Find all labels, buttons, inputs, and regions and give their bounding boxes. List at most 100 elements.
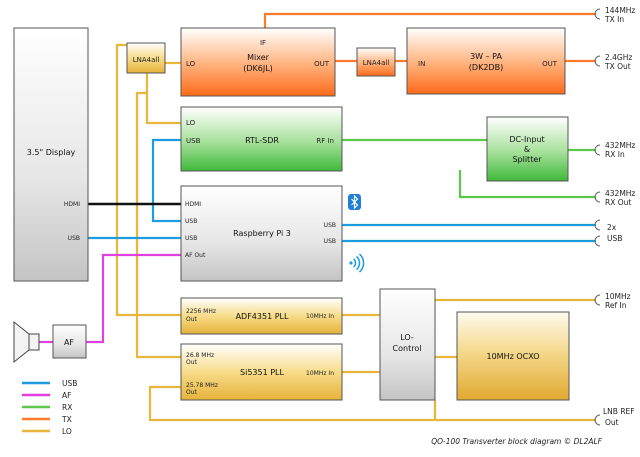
line-lo-adf bbox=[115, 43, 181, 317]
legend-lo-label: LO bbox=[62, 427, 72, 436]
lo-control-block: LO- Control bbox=[379, 288, 436, 401]
rpi-usb2-port: USB bbox=[185, 235, 197, 242]
adf-title: ADF4351 PLL bbox=[236, 312, 289, 321]
adf-out-freq: 2256 MHz bbox=[186, 308, 216, 315]
si-out2-label: Out bbox=[186, 389, 198, 396]
lna-mid-block: LNA4all bbox=[356, 47, 396, 77]
legend-tx-label: TX bbox=[61, 415, 72, 424]
line-usb-rtl bbox=[151, 138, 181, 223]
pa-title: 3W – PA bbox=[470, 52, 502, 61]
ext-lnb-out: Out bbox=[605, 418, 619, 427]
mixer-block: IF Mixer (DK6JL) LO OUT bbox=[180, 27, 336, 97]
dc-splitter-block: DC-Input & Splitter bbox=[486, 116, 569, 182]
mixer-subtitle: (DK6JL) bbox=[243, 64, 273, 73]
ext-tx-in-label: TX In bbox=[604, 15, 624, 24]
pa-in-port: IN bbox=[418, 60, 425, 68]
rpi-title: Raspberry Pi 3 bbox=[233, 229, 291, 238]
display-usb-port: USB bbox=[68, 235, 80, 242]
connector-tx-out-icon bbox=[594, 55, 601, 67]
pa-out-port: OUT bbox=[542, 60, 558, 68]
external-connectors bbox=[594, 8, 601, 426]
lna-left-block: LNA4all bbox=[126, 42, 166, 74]
si5351-block: 26.8 MHz Out Si5351 PLL 10MHz In 25.78 M… bbox=[180, 343, 343, 401]
dc-title: DC-Input bbox=[509, 135, 544, 144]
line-lo-si-out2 bbox=[148, 385, 596, 422]
lo-control-title1: LO- bbox=[400, 333, 414, 342]
speaker-icon bbox=[13, 320, 40, 364]
af-title: AF bbox=[64, 338, 74, 347]
line-af bbox=[86, 253, 181, 344]
connector-rx-in-icon bbox=[594, 144, 601, 156]
lna-mid-title: LNA4all bbox=[363, 59, 390, 67]
dc-splitter-label: Splitter bbox=[512, 155, 542, 164]
ext-rx-out-label: RX Out bbox=[605, 198, 631, 207]
rtl-sdr-title: RTL-SDR bbox=[245, 136, 279, 145]
ocxo-block: 10MHz OCXO bbox=[456, 311, 570, 401]
connector-rx-out-icon bbox=[594, 191, 601, 203]
ext-tx-in-freq: 144MHz bbox=[605, 6, 635, 15]
connection-lines bbox=[38, 12, 596, 422]
ext-tx-out-label: TX Out bbox=[604, 62, 631, 71]
rpi-hdmi-port: HDMI bbox=[185, 201, 201, 208]
pa-subtitle: (DK2DB) bbox=[469, 63, 503, 72]
ext-rx-in-label: RX In bbox=[605, 150, 625, 159]
ocxo-title: 10MHz OCXO bbox=[487, 352, 540, 361]
adf-out-label: Out bbox=[186, 316, 198, 323]
rpi-usb-right2: USB bbox=[324, 238, 336, 245]
display-block: 3.5" Display HDMI USB bbox=[13, 27, 89, 282]
rtl-sdr-block: LO RTL-SDR USB RF In bbox=[180, 106, 343, 172]
mixer-if-port: IF bbox=[260, 39, 266, 47]
ext-usb-count: 2x bbox=[607, 223, 617, 232]
diagram-caption: QO-100 Transverter block diagram © DL2AL… bbox=[431, 437, 602, 446]
line-rx-out bbox=[458, 170, 596, 199]
mixer-out-port: OUT bbox=[314, 60, 330, 68]
af-block: AF bbox=[52, 324, 87, 359]
rtl-lo-port: LO bbox=[186, 119, 196, 127]
line-lo-si-up bbox=[135, 91, 181, 359]
line-lo-lna-down bbox=[145, 73, 181, 125]
si-in-port: 10MHz In bbox=[306, 370, 334, 377]
display-title: 3.5" Display bbox=[27, 148, 76, 157]
ext-ref-label: Ref In bbox=[605, 301, 627, 310]
external-labels: 144MHz TX In 2.4GHz TX Out 432MHz RX In … bbox=[603, 6, 635, 427]
lna-left-title: LNA4all bbox=[133, 56, 160, 64]
raspberry-pi-block: HDMI USB USB AF Out Raspberry Pi 3 USB U… bbox=[180, 185, 343, 282]
rpi-afout-port: AF Out bbox=[185, 252, 206, 259]
rtl-usb-port: USB bbox=[186, 137, 201, 145]
rpi-usb1-port: USB bbox=[185, 218, 197, 225]
legend-usb-label: USB bbox=[62, 379, 77, 388]
rpi-usb-right1: USB bbox=[324, 222, 336, 229]
legend-af-label: AF bbox=[62, 391, 71, 400]
ext-ref-freq: 10MHz bbox=[605, 292, 631, 301]
ext-rx-out-freq: 432MHz bbox=[605, 189, 635, 198]
wifi-icon bbox=[347, 253, 366, 273]
mixer-title: Mixer bbox=[247, 53, 270, 62]
legend-rx-label: RX bbox=[62, 403, 72, 412]
pa-block: 3W – PA (DK2DB) IN OUT bbox=[406, 27, 566, 95]
adf-in-port: 10MHz In bbox=[306, 313, 334, 320]
si-out1-label: Out bbox=[186, 359, 198, 366]
si-out1-freq: 26.8 MHz bbox=[186, 352, 214, 359]
lo-control-title2: Control bbox=[393, 344, 422, 353]
mixer-lo-port: LO bbox=[186, 60, 196, 68]
connector-usb2-icon bbox=[594, 235, 601, 247]
ext-tx-out-freq: 2.4GHz bbox=[605, 53, 632, 62]
si-title: Si5351 PLL bbox=[240, 368, 284, 377]
line-tx-if bbox=[263, 12, 596, 28]
ext-rx-in-freq: 432MHz bbox=[605, 141, 635, 150]
legend: USB AF RX TX LO bbox=[22, 379, 77, 436]
si-out2-freq: 25.78 MHz bbox=[186, 382, 218, 389]
ext-lnb-label: LNB REF bbox=[603, 407, 635, 416]
dc-ampersand: & bbox=[524, 145, 530, 154]
connector-ref-in-icon bbox=[594, 294, 601, 306]
connector-lnb-out-icon bbox=[594, 414, 601, 426]
rtl-rfin-port: RF In bbox=[316, 137, 334, 145]
adf4351-block: 2256 MHz Out ADF4351 PLL 10MHz In bbox=[180, 297, 343, 335]
ext-usb-label: USB bbox=[607, 234, 622, 243]
display-hdmi-port: HDMI bbox=[64, 201, 80, 208]
bluetooth-icon bbox=[348, 194, 361, 210]
connector-usb1-icon bbox=[594, 219, 601, 231]
connector-tx-in-icon bbox=[594, 8, 601, 20]
